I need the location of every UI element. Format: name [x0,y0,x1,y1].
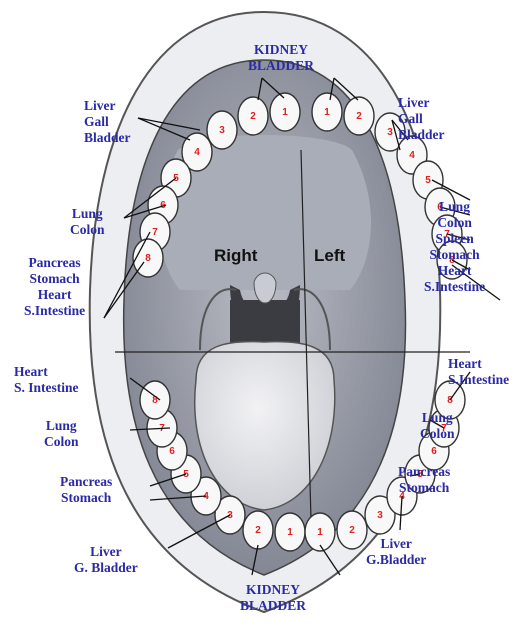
upper-right-tooth-2-number: 2 [250,111,256,122]
lower-right-tooth-8: 8 [140,381,170,419]
lower-left-tooth-3-number: 3 [377,510,383,521]
upper-right-tooth-3: 3 [207,111,237,149]
upper-left-tooth-2-number: 2 [356,111,362,122]
label-kidney-top: KIDNEY BLADDER [248,42,314,74]
upper-right-tooth-7-number: 7 [152,227,158,238]
upper-left-tooth-2: 2 [344,97,374,135]
label-liver-upper-right: Liver Gall Bladder [84,98,131,146]
label-lung-upper-right: Lung Colon [70,206,105,238]
label-heart-lower-left: Heart S.Intestine [448,356,509,388]
upper-left-tooth-1-number: 1 [324,107,330,118]
label-pancreas-lower-right: Pancreas Stomach [60,474,112,506]
lower-left-tooth-2: 2 [337,511,367,549]
label-lung-lower-left: Lung Colon [420,410,455,442]
label-liver-lower-right: Liver G. Bladder [74,544,138,576]
label-pancreas-upper-right: Pancreas Stomach Heart S.Intestine [24,255,85,319]
label-heart-lower-right: Heart S. Intestine [14,364,79,396]
upper-right-tooth-1-number: 1 [282,107,288,118]
upper-right-tooth-3-number: 3 [219,125,225,136]
lower-right-tooth-1: 1 [275,513,305,551]
upper-right-tooth-1: 1 [270,93,300,131]
lower-right-tooth-1-number: 1 [287,527,293,538]
label-pancreas-lower-left: Pancreas Stomach [398,464,450,496]
label-liver-upper-left: Liver Gall Bladder [398,95,445,143]
lower-left-tooth-1-number: 1 [317,527,323,538]
upper-right-tooth-8-number: 8 [145,253,151,264]
left-side-label: Left [314,246,345,266]
label-lung-upper-left: Lung Colon Spleen Stomach Heart S.Intest… [424,199,485,295]
upper-left-tooth-4-number: 4 [409,150,415,161]
upper-left-tooth-5-number: 5 [425,175,431,186]
lower-left-tooth-2-number: 2 [349,525,355,536]
lower-left-tooth-6-number: 6 [431,446,437,457]
upper-left-tooth-3-number: 3 [387,127,393,138]
lower-right-tooth-6-number: 6 [169,446,175,457]
label-liver-lower-left: Liver G.Bladder [366,536,426,568]
lower-right-tooth-2: 2 [243,511,273,549]
label-kidney-bottom: KIDNEY BLADDER [240,582,306,614]
label-lung-lower-right: Lung Colon [44,418,79,450]
right-side-label: Right [214,246,257,266]
upper-left-tooth-1: 1 [312,93,342,131]
lower-right-tooth-2-number: 2 [255,525,261,536]
upper-right-tooth-2: 2 [238,97,268,135]
upper-right-tooth-4-number: 4 [194,147,200,158]
